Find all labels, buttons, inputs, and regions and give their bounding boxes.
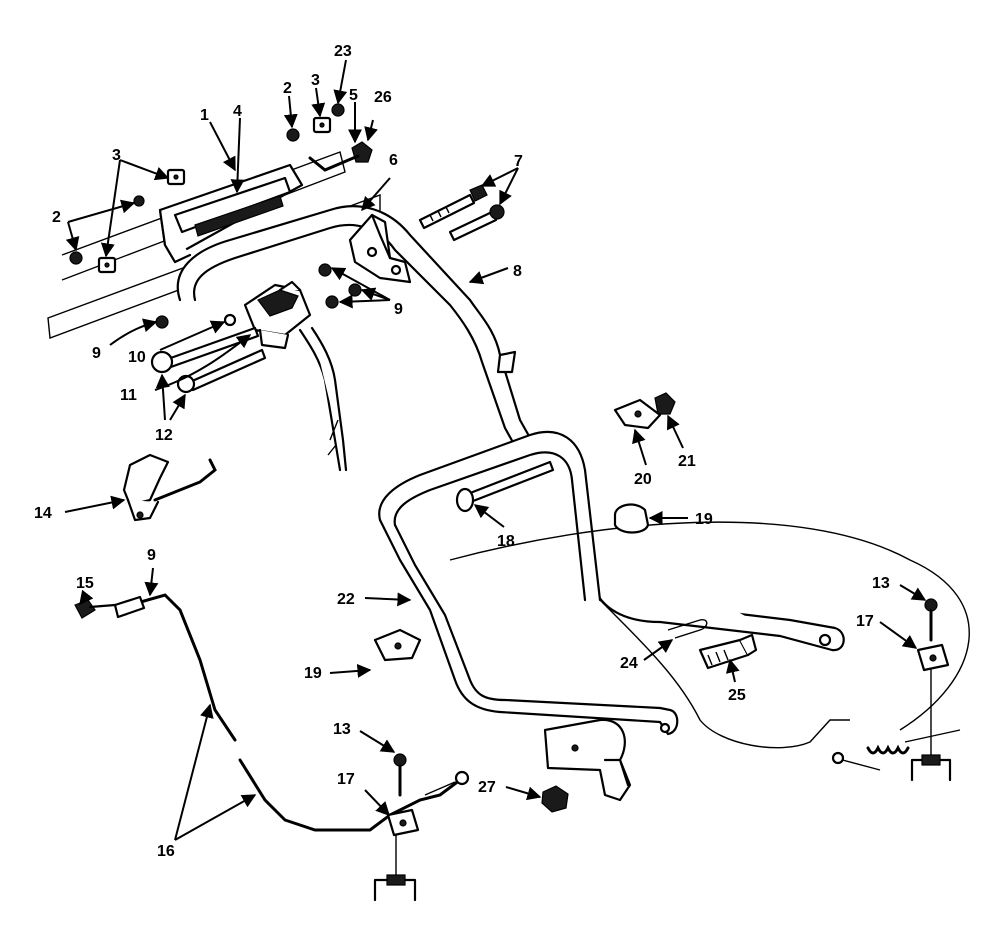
clip-nut-3-left [97, 256, 117, 274]
carriage-bolts-12 [150, 326, 267, 394]
callout-11: 11 [120, 387, 137, 404]
clip-nut-3-top [312, 116, 332, 134]
callout-14: 14 [34, 505, 52, 522]
callout-23: 23 [334, 43, 352, 60]
callout-9: 9 [394, 301, 403, 318]
clip-nut-3-upper [166, 168, 186, 186]
callout-12: 12 [155, 427, 173, 444]
callout-22: 22 [337, 591, 355, 608]
callout-9: 9 [147, 547, 156, 564]
decal-strip [194, 195, 284, 237]
callout-25: 25 [728, 687, 746, 704]
callout-19: 19 [695, 511, 713, 528]
nut-21 [654, 392, 676, 415]
cable-bracket [348, 213, 412, 284]
callout-16: 16 [157, 843, 175, 860]
callout-3: 3 [112, 147, 121, 164]
knob-20 [613, 398, 662, 430]
bolts-7 [418, 184, 505, 242]
callout-15: 15 [76, 575, 94, 592]
callout-20: 20 [634, 471, 652, 488]
callout-6: 6 [389, 152, 398, 169]
callout-8: 8 [513, 263, 522, 280]
pivot-pin-25 [698, 633, 758, 670]
cable-16 [128, 593, 470, 832]
callout-13: 13 [872, 575, 890, 592]
callout-3: 3 [311, 72, 320, 89]
callout-27: 27 [478, 779, 496, 796]
spring-and-cable [831, 729, 961, 771]
screw-13 [393, 598, 938, 797]
spring-anchor-bottom [373, 835, 417, 902]
cable-guide-19-right [613, 503, 650, 534]
callout-17: 17 [337, 771, 355, 788]
callout-26: 26 [374, 89, 392, 106]
carriage-bolt-18 [455, 460, 555, 513]
carriage-bolt-2-left [69, 251, 83, 265]
hairpin-24 [667, 619, 708, 639]
callout-24: 24 [620, 655, 638, 672]
upper-handle [176, 205, 845, 652]
callout-9: 9 [92, 345, 101, 362]
nut-23 [331, 103, 345, 117]
rod-5 [308, 154, 360, 172]
callout-17: 17 [856, 613, 874, 630]
callout-1: 1 [200, 107, 209, 124]
callout-13: 13 [333, 721, 351, 738]
leader-lines [64, 59, 927, 841]
callout-2: 2 [283, 80, 292, 97]
lock-nuts-9 [155, 263, 362, 329]
carriage-bolt-2-top [286, 128, 300, 142]
carriage-bolt-2-upper [133, 195, 145, 207]
callout-10: 10 [128, 349, 146, 366]
callout-21: 21 [678, 453, 696, 470]
flat-washer-17 [386, 643, 950, 837]
flange-nut-27 [541, 785, 569, 813]
callout-4: 4 [233, 103, 242, 120]
spring-anchor-right [910, 665, 952, 782]
callout-19: 19 [304, 665, 322, 682]
brake-cable-loop [449, 521, 970, 749]
callout-2: 2 [52, 209, 61, 226]
washer-10 [223, 313, 237, 327]
control-lever [122, 453, 217, 522]
cable-clip-15 [74, 595, 146, 619]
callout-7: 7 [514, 153, 523, 170]
callout-5: 5 [349, 87, 358, 104]
cable-guide-19-left [373, 628, 422, 662]
nut-26 [351, 141, 373, 163]
callout-labels: 1 4 3 2 2 3 23 5 26 6 7 8 9 9 10 11 12 1… [34, 43, 890, 860]
handle-mount-bracket [543, 718, 632, 802]
callout-18: 18 [497, 533, 515, 550]
